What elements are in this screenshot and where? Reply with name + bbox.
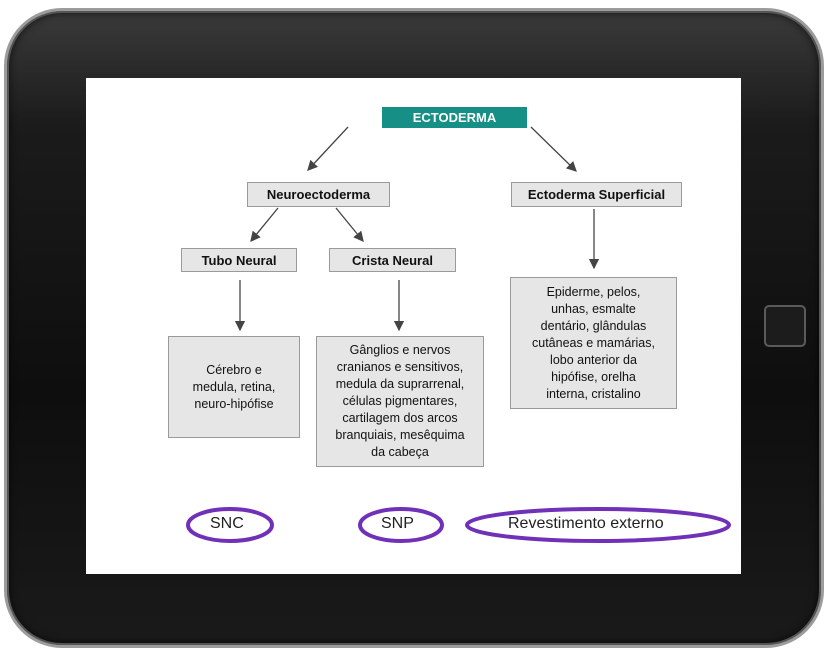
detail-surface-line: cutâneas e mamárias, (532, 335, 655, 350)
detail-surface-line: unhas, esmalte (551, 301, 636, 316)
detail-surface-line: hipófise, orelha (551, 369, 636, 384)
label-snc: SNC (210, 515, 244, 532)
node-superficial-label: Ectoderma Superficial (527, 187, 666, 202)
detail-tube: Cérebro e medula, retina, neuro-hipófise (168, 336, 300, 438)
node-crest-label: Crista Neural (352, 252, 433, 268)
detail-surface: Epiderme, pelos, unhas, esmalte dentário… (510, 277, 677, 409)
node-ectoderma-superficial: Ectoderma Superficial (511, 182, 682, 207)
snc-circle (186, 507, 274, 543)
detail-surface-line: interna, cristalino (546, 386, 641, 401)
detail-tube-line: neuro-hipófise (194, 396, 274, 411)
node-tube-label: Tubo Neural (201, 252, 277, 268)
node-neuroectoderma: Neuroectoderma (247, 182, 390, 207)
node-neuroectoderma-label: Neuroectoderma (266, 187, 371, 202)
detail-crest-line: células pigmentares, (342, 394, 458, 408)
arrow-neuro-to-tube (250, 207, 279, 243)
detail-crest-line: medula da suprarrenal, (335, 377, 465, 391)
detail-crest: Gânglios e nervos cranianos e sensitivos… (316, 336, 484, 467)
detail-surface-line: dentário, glândulas (540, 318, 647, 333)
detail-surface-line: lobo anterior da (550, 352, 637, 367)
node-ectoderma: ECTODERMA (382, 107, 527, 128)
home-button[interactable] (764, 305, 806, 347)
detail-crest-line: cranianos e sensitivos, (336, 360, 464, 374)
detail-crest-line: Gânglios e nervos (349, 343, 451, 357)
snp-circle (358, 507, 444, 543)
arrow-neuro-to-crest (335, 207, 364, 243)
diagram-arrows (234, 126, 600, 332)
arrow-root-to-neuro (307, 126, 349, 171)
label-snp: SNP (381, 515, 414, 532)
detail-surface-line: Epiderme, pelos, (546, 284, 641, 299)
label-revestimento: Revestimento externo (508, 515, 664, 532)
revestimento-circle (465, 507, 731, 543)
annotation-circles (186, 507, 731, 543)
detail-tube-line: medula, retina, (192, 379, 276, 394)
detail-crest-line: cartilagem dos arcos (342, 411, 458, 425)
node-tubo-neural: Tubo Neural (181, 248, 297, 272)
arrow-root-to-superficial (530, 126, 577, 172)
detail-crest-line: da cabeça (371, 445, 429, 459)
node-crista-neural: Crista Neural (329, 248, 456, 272)
detail-tube-line: Cérebro e (206, 362, 262, 377)
node-ectoderma-label: ECTODERMA (412, 110, 497, 125)
slide-screen: ECTODERMA Neuroectoderma Ectoderma Super… (86, 78, 741, 574)
detail-crest-line: branquiais, mesêquima (335, 428, 465, 442)
